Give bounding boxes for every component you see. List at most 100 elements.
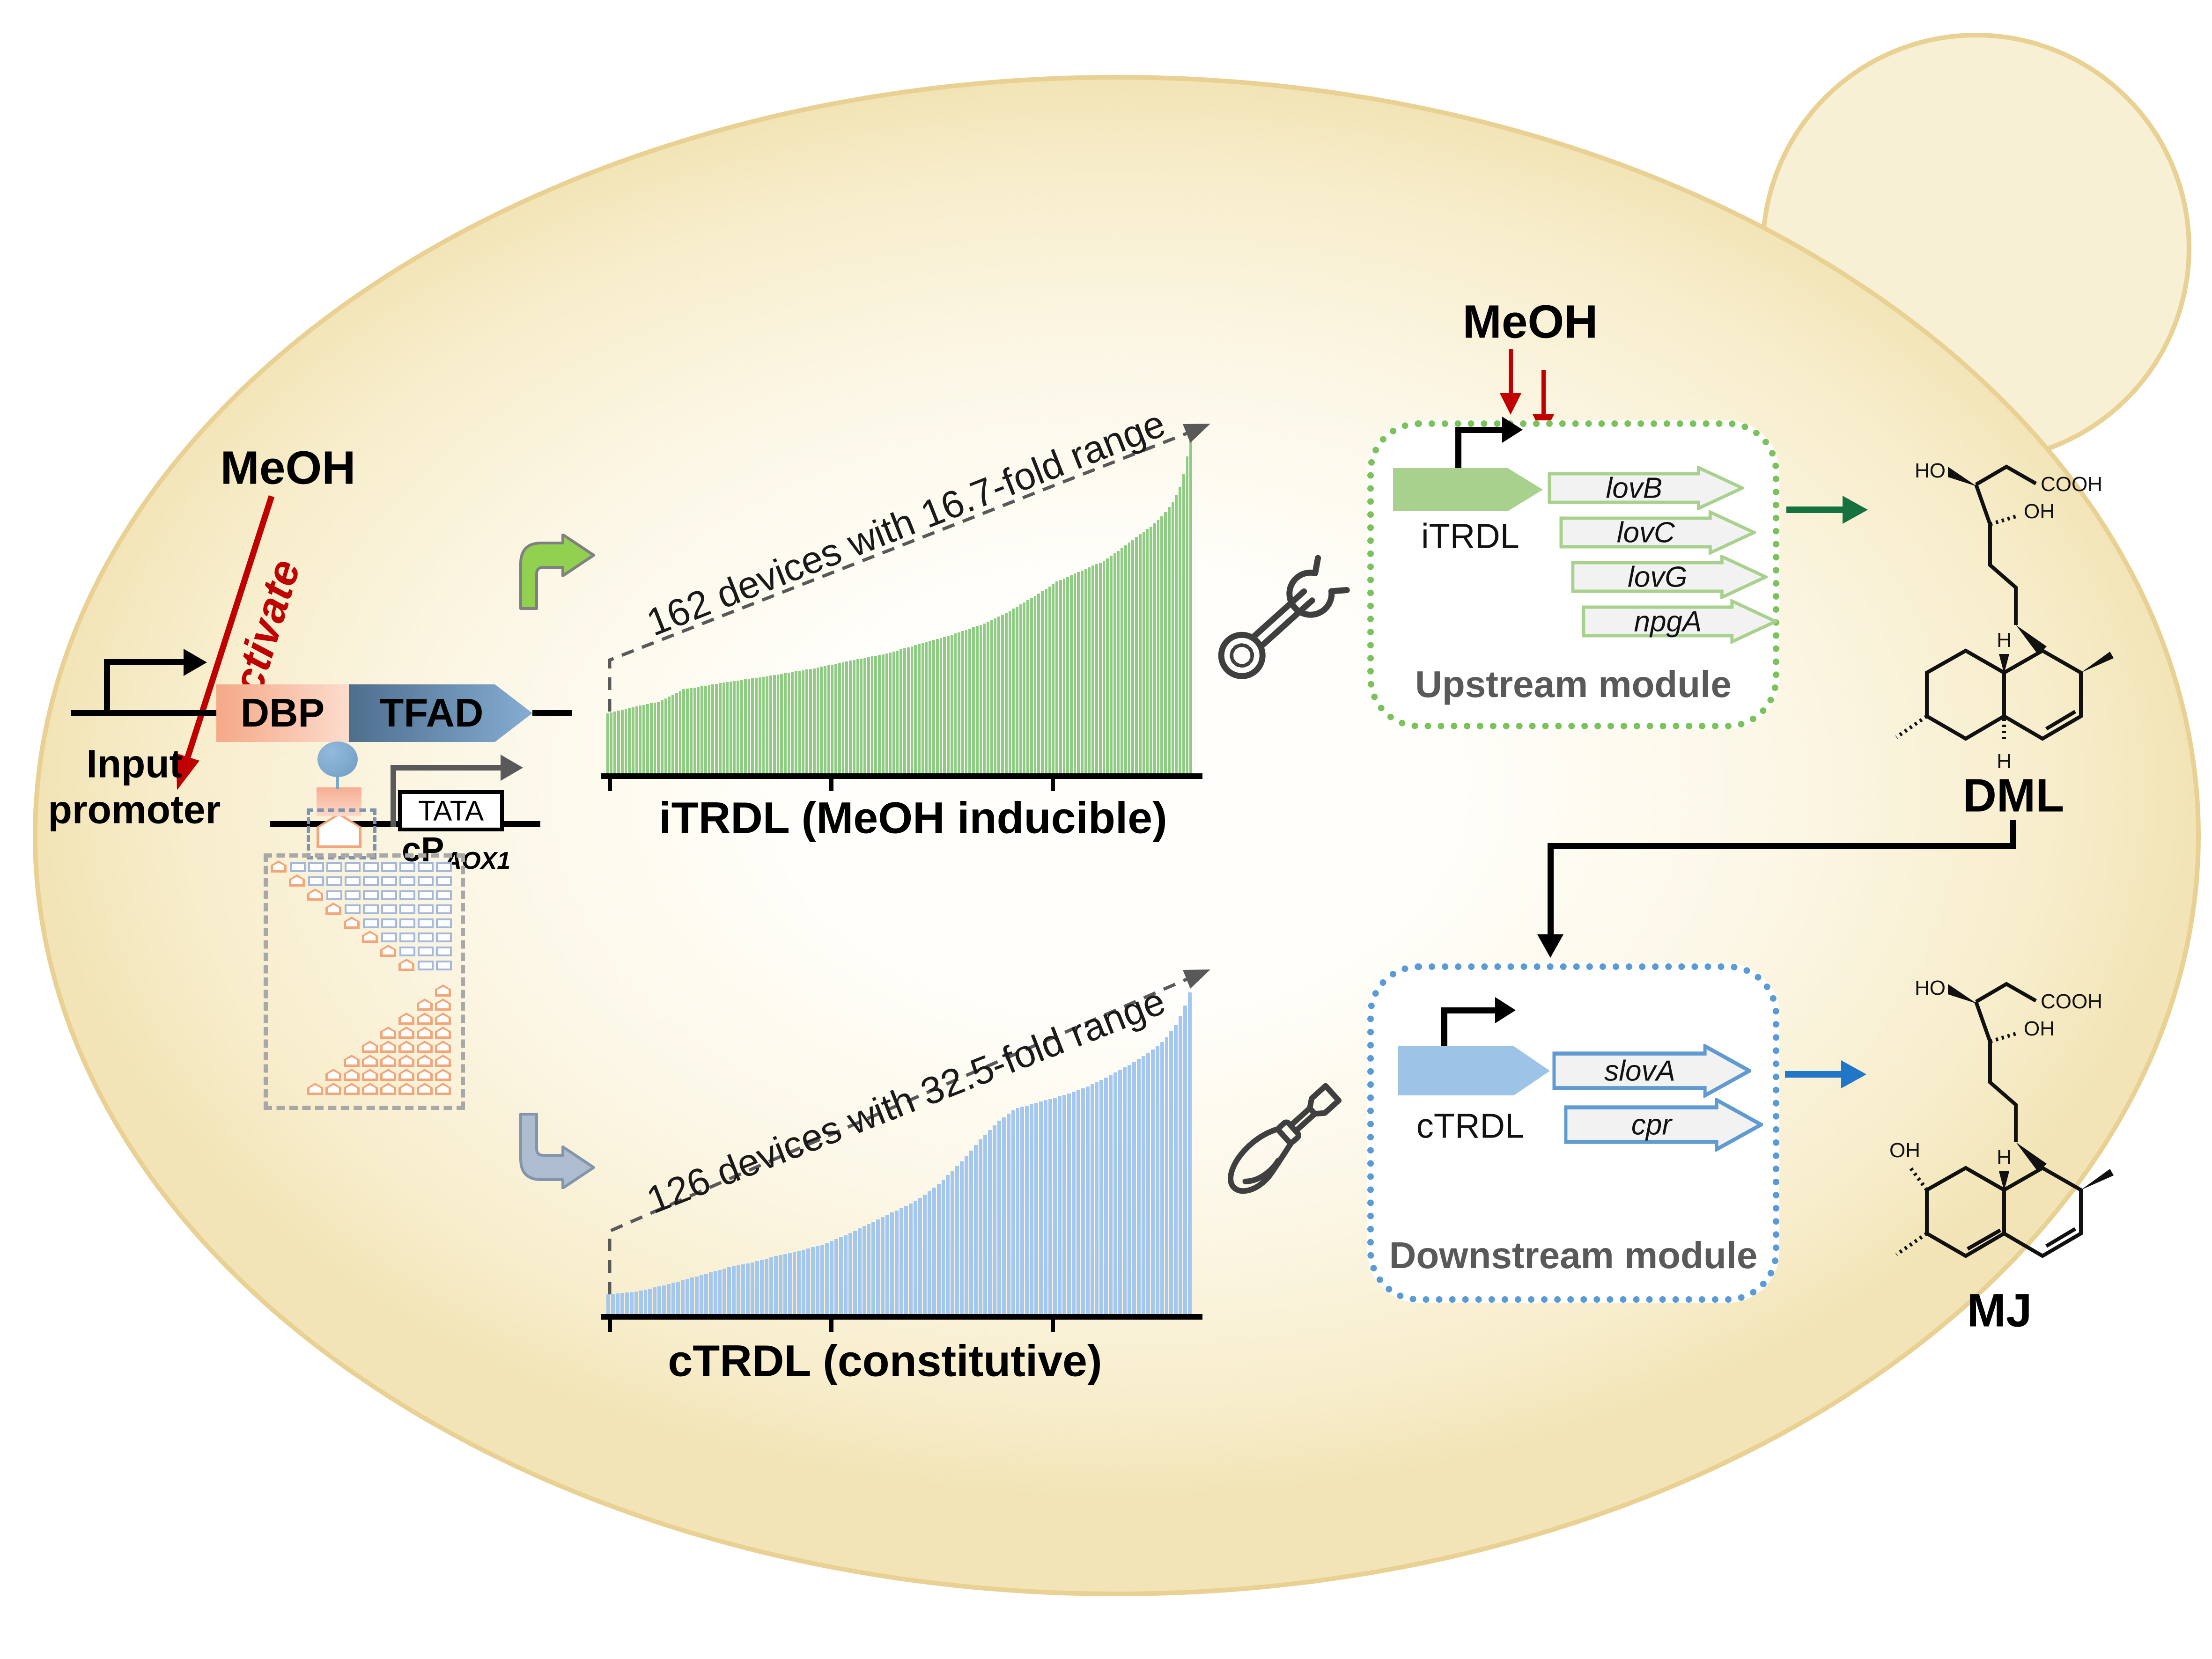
- binding-site-house-shape: [325, 903, 341, 915]
- spacer-rect-shape: [381, 876, 397, 886]
- device-bar: [1171, 502, 1174, 775]
- device-bar: [629, 1292, 634, 1315]
- device-bar: [1015, 606, 1018, 775]
- device-bar: [802, 1249, 806, 1315]
- device-bar: [764, 1258, 768, 1315]
- device-bar: [857, 1228, 862, 1315]
- device-bar: [932, 1187, 936, 1315]
- device-bar: [722, 683, 725, 775]
- device-bar: [1153, 523, 1156, 775]
- device-bar: [925, 642, 928, 775]
- device-bar: [860, 658, 863, 775]
- binding-site-house-shape: [380, 1027, 396, 1039]
- upstream-product-arrow: [1786, 507, 1843, 513]
- device-bar: [758, 677, 761, 775]
- device-bar: [1117, 551, 1120, 775]
- spacer-rect-shape: [436, 918, 452, 928]
- binding-site-house-shape: [380, 1041, 396, 1053]
- device-bar: [1070, 575, 1073, 775]
- device-bar: [954, 633, 957, 775]
- gene-line-left: [71, 710, 217, 716]
- device-bar: [988, 1130, 992, 1315]
- device-bar: [1002, 1117, 1006, 1315]
- ctrdl-axis-label: cTRDL (constitutive): [668, 1336, 1102, 1386]
- downstream-tss-arrow-horizontal: [1441, 1007, 1495, 1013]
- binding-site-house-shape: [271, 860, 287, 873]
- binding-site-house-shape: [435, 1083, 451, 1095]
- upstream-product-arrowhead: [1843, 496, 1868, 524]
- device-bar: [617, 711, 620, 775]
- device-bar: [1165, 1037, 1169, 1315]
- device-bar: [780, 674, 783, 775]
- device-bar: [874, 655, 877, 775]
- device-bar: [816, 1246, 820, 1315]
- device-bar: [1183, 1005, 1187, 1315]
- gene-label-lovG: lovG: [1628, 561, 1688, 593]
- device-bar: [941, 1179, 945, 1315]
- spacer-rect-shape: [381, 862, 397, 872]
- device-bar: [965, 1156, 969, 1315]
- device-bar: [1057, 1096, 1062, 1315]
- device-bar: [1110, 556, 1113, 775]
- device-bar: [1048, 1099, 1052, 1315]
- itrdl-axis-tick: [1051, 779, 1055, 791]
- ctrdl-promoter-label: cTRDL: [1416, 1106, 1525, 1145]
- device-bar: [932, 640, 935, 775]
- dml-h-bottom-label: H: [1997, 750, 2012, 773]
- device-bar: [1142, 531, 1145, 775]
- ctrdl-promoter-arrow: [1398, 1046, 1550, 1095]
- binding-site-house-shape: [398, 1041, 414, 1053]
- device-bar: [1131, 540, 1135, 775]
- spacer-rect-shape: [363, 904, 379, 914]
- device-bar: [862, 1226, 866, 1315]
- binding-site-library-frame: [264, 853, 465, 1110]
- spacer-rect-shape: [399, 862, 415, 872]
- binding-site-house-shape: [344, 1069, 360, 1081]
- device-bar: [961, 631, 964, 775]
- device-bar: [1073, 573, 1077, 775]
- mj-cooh-label: COOH: [2041, 990, 2102, 1013]
- device-bar: [1128, 1064, 1131, 1315]
- binding-site-house-shape: [417, 1055, 433, 1067]
- device-bar: [787, 672, 790, 775]
- device-bar: [895, 1210, 899, 1315]
- meoh-label-top: MeOH: [1462, 295, 1598, 348]
- device-bar: [606, 713, 609, 775]
- device-bar: [939, 638, 943, 775]
- dbp-label: DBP: [240, 690, 325, 735]
- device-bar: [795, 671, 797, 775]
- device-bar: [1041, 591, 1044, 775]
- device-bar: [918, 1198, 922, 1315]
- device-bar: [1157, 520, 1160, 775]
- device-bar: [1048, 586, 1051, 775]
- spacer-rect-shape: [399, 904, 415, 914]
- device-bar: [965, 630, 968, 775]
- device-bar: [950, 634, 953, 775]
- dml-connector-vertical: [2010, 820, 2016, 849]
- binding-site-house-shape: [435, 1013, 451, 1025]
- device-bar: [711, 684, 715, 775]
- spacer-rect-shape: [436, 862, 452, 872]
- device-bar: [1062, 1095, 1066, 1315]
- device-bar: [762, 676, 765, 775]
- spacer-rect-shape: [326, 876, 342, 886]
- spacer-rect-shape: [381, 890, 397, 900]
- device-bar: [699, 1275, 703, 1315]
- device-bar: [1053, 1097, 1057, 1315]
- device-bar: [890, 1212, 894, 1315]
- device-bar: [834, 1239, 838, 1315]
- dml-connector-horizontal: [1548, 843, 2016, 849]
- device-bar: [676, 1281, 680, 1315]
- spacer-rect-shape: [345, 890, 361, 900]
- device-bar: [649, 703, 653, 775]
- device-bar: [751, 678, 754, 775]
- binding-site-house-shape: [325, 1069, 341, 1081]
- binding-site-house-shape: [435, 1041, 451, 1053]
- device-bar: [1019, 604, 1022, 775]
- device-bar: [1084, 569, 1087, 775]
- activation-domain-stem: [336, 776, 339, 789]
- device-bar: [969, 1150, 973, 1315]
- device-bar: [675, 693, 678, 775]
- device-bar: [838, 663, 841, 775]
- device-bar: [1132, 1062, 1136, 1315]
